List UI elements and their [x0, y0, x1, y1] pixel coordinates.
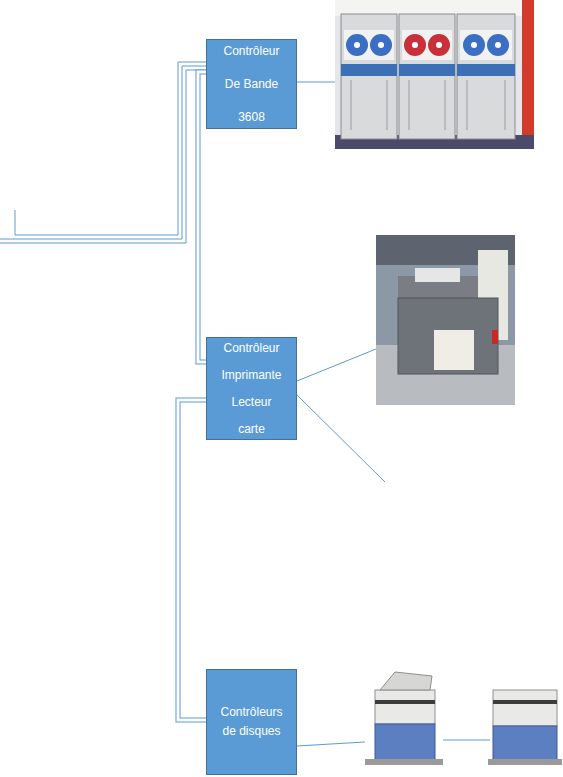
drive-cabinet: [375, 690, 435, 724]
bus-wires: [0, 62, 206, 243]
cabinet-band: [457, 64, 515, 76]
tape-cabinet: [341, 14, 397, 139]
bus-connector: [178, 400, 206, 720]
cabinet-body: [399, 14, 455, 139]
reel-hub: [495, 42, 501, 48]
reel-hub: [412, 42, 418, 48]
drive-cabinet: [493, 690, 557, 726]
leader-line: [443, 740, 490, 741]
drive-panel: [375, 700, 435, 704]
printer-body: [398, 298, 498, 374]
extinguisher: [492, 330, 498, 344]
paper-stack: [434, 330, 474, 370]
leader-line: [297, 349, 376, 381]
bus-connector: [198, 72, 206, 362]
door-line: [467, 80, 468, 130]
cabinet-band: [341, 64, 397, 76]
tape-reel: [404, 34, 426, 56]
reel-window: [460, 30, 512, 60]
tape-reel: [428, 34, 450, 56]
drive-base: [493, 726, 557, 762]
reel-hub: [436, 42, 442, 48]
drive-base: [375, 724, 435, 762]
tape-reel: [370, 34, 392, 56]
controller-box: Contrôleur Imprimante Lecteur carte: [206, 337, 297, 440]
tape-reel: [463, 34, 485, 56]
connector-outline: [198, 72, 206, 362]
connector-outline: [178, 400, 206, 720]
tape-cabinet: [399, 14, 455, 139]
photo-background: [335, 0, 534, 149]
door-line: [505, 80, 506, 130]
controller-label: Contrôleurs de disques: [217, 703, 287, 741]
door-line: [351, 80, 352, 130]
tape-reel: [346, 34, 368, 56]
disk-drive-photo: [365, 672, 443, 765]
bus-wire: [15, 62, 206, 235]
drive-foot: [365, 759, 443, 765]
controller-box: Contrôleurs de disques: [206, 669, 297, 775]
reel-hub: [378, 42, 384, 48]
leader-line: [297, 742, 365, 746]
wall-panel: [522, 0, 534, 149]
door-line: [409, 80, 410, 130]
tape-cabinet: [457, 14, 515, 139]
door-line: [387, 80, 388, 130]
photo-background: [376, 235, 515, 405]
drive-foot: [488, 759, 562, 765]
door-line: [445, 80, 446, 130]
drive-panel: [493, 700, 557, 704]
controller-label: Contrôleur Imprimante Lecteur carte: [217, 335, 287, 443]
leader-line: [297, 395, 385, 482]
reel-hub: [471, 42, 477, 48]
controller-label: Contrôleur De Bande 3608: [217, 35, 287, 134]
paper-sheet: [415, 268, 460, 282]
bus-wire: [0, 66, 206, 239]
drive-lid: [380, 672, 432, 690]
controller-box: Contrôleur De Bande 3608: [206, 39, 297, 129]
cabinet-body: [341, 14, 397, 139]
tape-drives-photo: [335, 0, 534, 149]
cabinet-band: [399, 64, 455, 76]
bus-wire: [0, 70, 206, 243]
tape-reel: [487, 34, 509, 56]
printer-photo: [376, 235, 515, 405]
reel-hub: [354, 42, 360, 48]
disk-drive-photo: [488, 690, 562, 765]
reel-window: [344, 30, 394, 60]
leader-line: [297, 82, 335, 83]
connector-core: [198, 72, 206, 362]
connector-core: [178, 400, 206, 720]
cabinet-body: [457, 14, 515, 139]
reel-window: [402, 30, 452, 60]
